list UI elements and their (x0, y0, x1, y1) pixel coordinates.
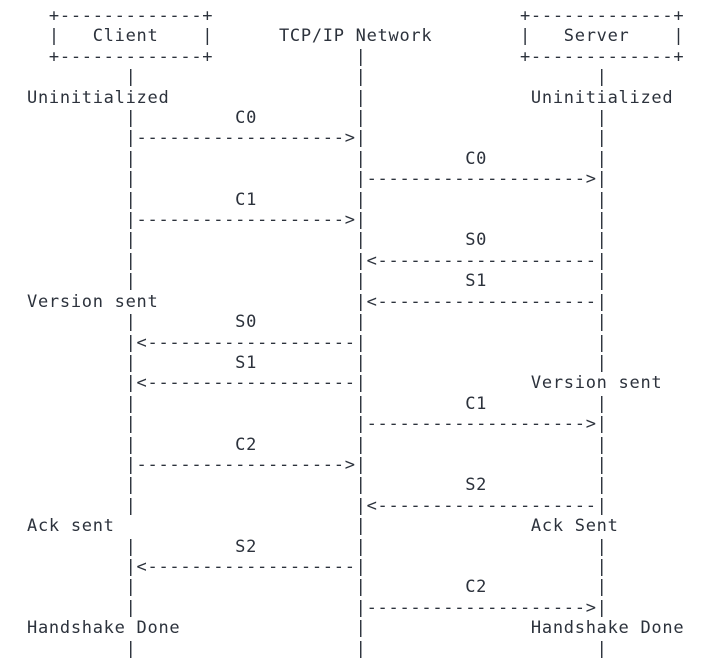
diagram-art: +-------------+ +-------------+ | Client… (27, 6, 685, 659)
ascii-diagram-canvas: +-------------+ +-------------+ | Client… (27, 6, 684, 659)
